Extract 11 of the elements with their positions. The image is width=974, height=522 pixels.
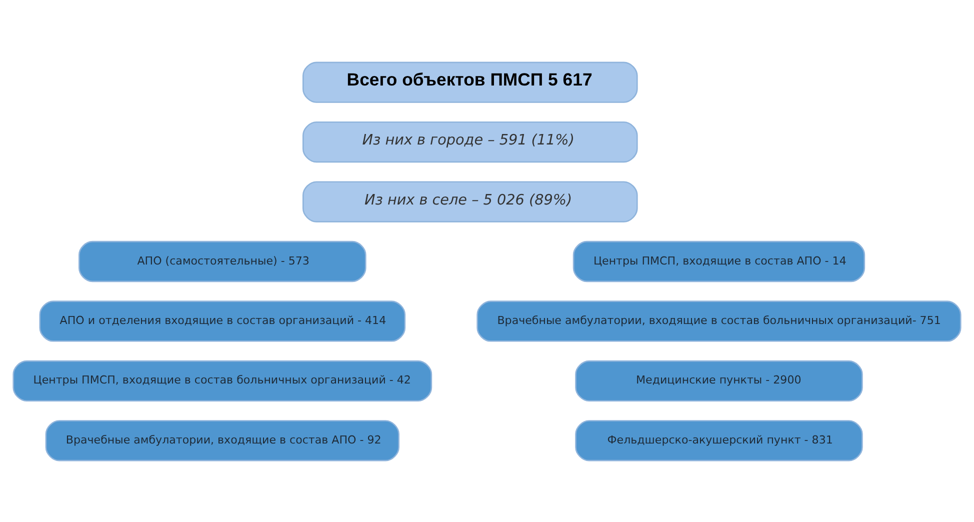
node-box: Всего объектов ПМСП 5 617 (302, 61, 638, 102)
node-box: АПО и отделения входящие в состав организаций - 414 (39, 300, 406, 342)
node-box: Фельдшерско-акушерский пункт - 831 (575, 420, 863, 461)
node-box: Медицинские пункты - 2900 (575, 360, 863, 402)
node-box: Центры ПМСП, входящие в состав АПО - 14 (572, 240, 866, 282)
node-box: Из них в селе – 5 026 (89%) (302, 180, 638, 222)
node-box: Врачебные амбулатории, входящие в состав больничных организаций- 751 (476, 300, 962, 342)
node-box: Из них в городе – 591 (11%) (302, 120, 638, 162)
node-box: Врачебные амбулатории, входящие в состав АПО - 92 (45, 420, 400, 461)
node-box: АПО (самостоятельные) - 573 (78, 240, 366, 282)
node-box: Центры ПМСП, входящие в состав больничных организаций - 42 (12, 360, 432, 402)
